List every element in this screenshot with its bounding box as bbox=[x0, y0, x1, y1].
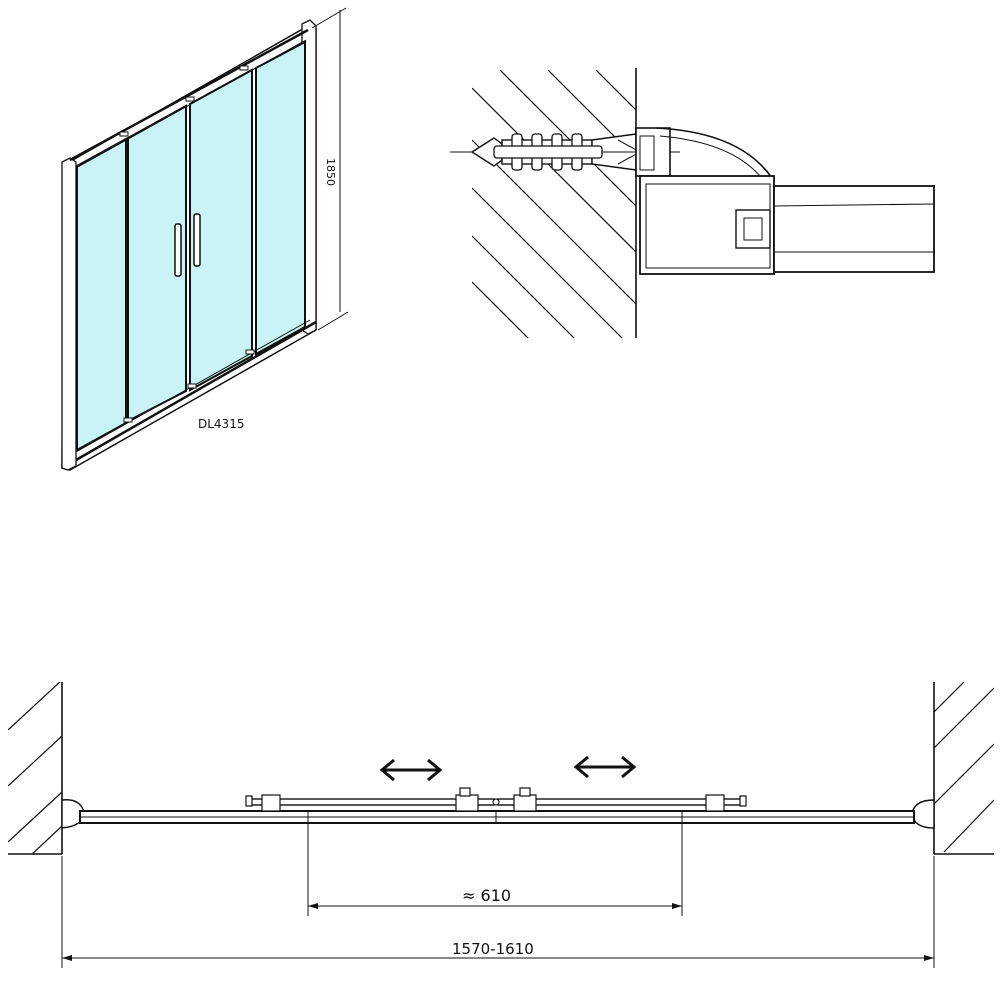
right-wall-cap bbox=[911, 799, 935, 829]
svg-text:≈ 610: ≈ 610 bbox=[462, 886, 511, 905]
double-headed-arrow-icon bbox=[379, 758, 443, 782]
double-headed-arrow-icon bbox=[573, 755, 637, 779]
wall-profile-detail bbox=[450, 68, 935, 338]
model-label: DL4315 bbox=[198, 417, 244, 431]
glass-panel-section bbox=[773, 185, 935, 273]
handle-left bbox=[174, 223, 182, 277]
total-width-dimension: 1570-1610 bbox=[61, 856, 935, 968]
glass-panel-2 bbox=[127, 104, 187, 423]
top-rail bbox=[69, 28, 309, 162]
door-isometric-view: DL4315 1850 bbox=[61, 7, 349, 471]
bottom-rail bbox=[75, 320, 317, 462]
plan-view: ≈ 610 1570-1610 bbox=[8, 682, 994, 968]
handle-right bbox=[193, 213, 201, 267]
glass-panel-4 bbox=[255, 40, 306, 356]
glass-panel-1 bbox=[76, 137, 127, 452]
svg-text:1570-1610: 1570-1610 bbox=[452, 940, 534, 958]
left-wall-profile bbox=[61, 157, 77, 471]
svg-text:1850: 1850 bbox=[324, 158, 337, 186]
aluminium-profile bbox=[635, 127, 775, 275]
height-dimension: 1850 bbox=[311, 7, 349, 331]
opening-width-dimension: ≈ 610 bbox=[307, 810, 683, 916]
wall-plug bbox=[450, 133, 680, 171]
